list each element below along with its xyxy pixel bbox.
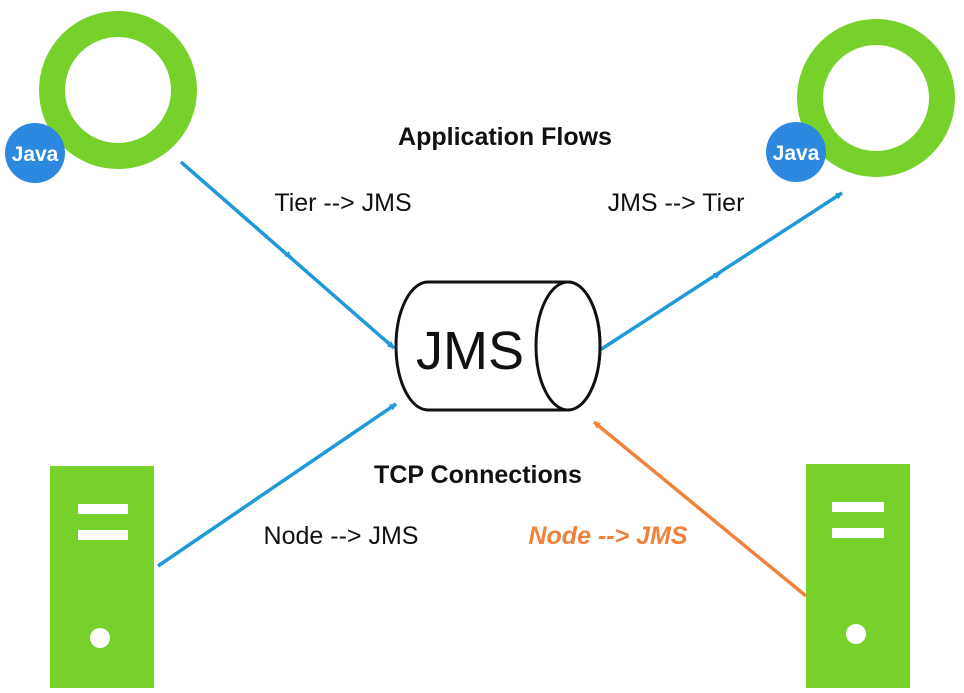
java-badge-icon — [766, 122, 826, 182]
jms-queue[interactable]: JMS — [394, 280, 602, 412]
server-led — [846, 624, 866, 644]
server-icon — [806, 464, 910, 688]
server-slot-top — [78, 504, 128, 514]
java-badge-icon — [5, 123, 65, 183]
java-badge-label: Java — [773, 142, 820, 165]
queue-label: JMS — [416, 321, 524, 381]
flow-label-tier-to-jms: Tier --> JMS — [274, 189, 411, 217]
tier-ring-icon — [39, 11, 197, 169]
java-badge-label: Java — [12, 143, 59, 166]
arrow-node-to-jms-highlight — [592, 420, 808, 598]
flow-label-node-to-jms: Node --> JMS — [264, 522, 419, 550]
server-led — [90, 628, 110, 648]
node-right[interactable] — [806, 464, 910, 688]
server-slot-bottom — [78, 530, 128, 540]
application-flows-heading: Application Flows — [398, 123, 612, 151]
arrow-node-to-jms — [157, 402, 397, 568]
arrow-jms-to-tier — [599, 191, 843, 352]
tcp-connections-heading: TCP Connections — [374, 461, 582, 489]
node-left[interactable] — [50, 466, 154, 688]
tier-right[interactable]: Java — [766, 19, 955, 182]
server-icon — [50, 466, 154, 688]
tier-left[interactable]: Java — [5, 11, 197, 183]
tier-ring-icon — [797, 19, 955, 177]
queue-cylinder-end — [534, 280, 602, 412]
server-slot-top — [832, 502, 884, 512]
flow-label-jms-to-tier: JMS --> Tier — [608, 189, 745, 217]
server-slot-bottom — [832, 528, 884, 538]
flow-label-node-to-jms-highlight: Node --> JMS — [528, 522, 687, 550]
arrow-tier-to-jms — [179, 160, 396, 350]
